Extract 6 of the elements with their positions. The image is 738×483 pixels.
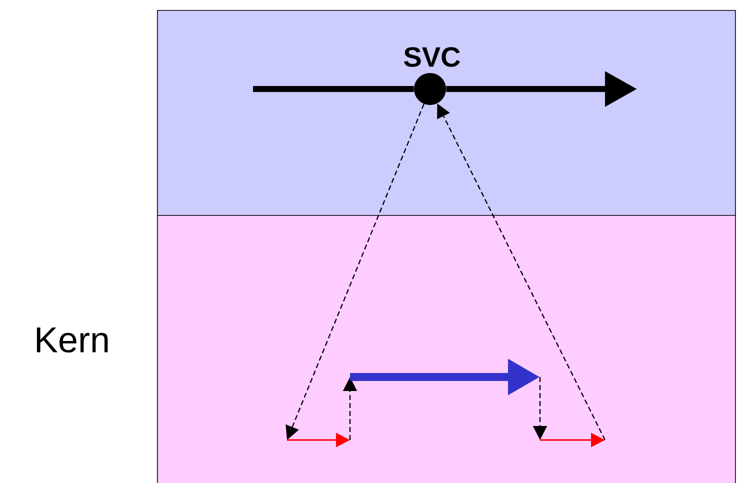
- band: [157, 10, 736, 216]
- band: [157, 215, 736, 483]
- line: [253, 86, 414, 92]
- band-label: Kern: [36, 327, 108, 353]
- node-label: SVC: [404, 47, 460, 67]
- circle-marker: [414, 73, 446, 105]
